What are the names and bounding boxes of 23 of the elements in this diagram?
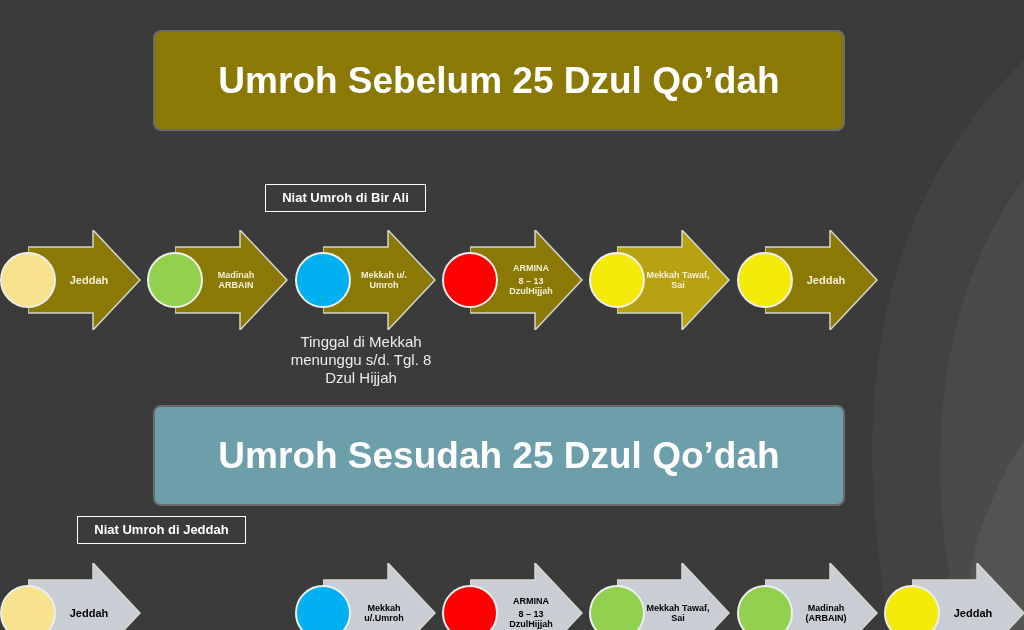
note-box	[265, 184, 426, 212]
step-label: Madinah (ARBAIN)	[804, 602, 848, 624]
title-text: Umroh Sesudah 25 Dzul Qo’dah	[218, 433, 780, 478]
step-label: Jeddah	[806, 273, 846, 287]
step-label: Mekkah u/.Umroh	[363, 602, 405, 624]
note-text: Niat Umroh di Jeddah	[94, 521, 229, 539]
step-label: 8 – 13 DzulHijjah	[508, 608, 554, 630]
step-label: ARMINA	[512, 596, 550, 607]
note-text: Niat Umroh di Bir Ali	[282, 189, 409, 207]
step-label: ARMINA	[512, 263, 550, 274]
step-label: Mekkah Tawaf, Sai	[645, 269, 711, 291]
step-label: Jeddah	[69, 273, 109, 287]
note-box	[77, 516, 246, 544]
step-label: Jeddah	[953, 606, 993, 620]
step-label: Jeddah	[69, 606, 109, 620]
step-label: Mekkah Tawaf, Sai	[645, 602, 711, 624]
step-label: 8 – 13 DzulHijjah	[508, 275, 554, 297]
title-banner	[153, 405, 845, 506]
note-text: Tinggal di Mekkah menunggu s/d. Tgl. 8 Dzul Hijjah	[289, 333, 433, 387]
title-text: Umroh Sebelum 25 Dzul Qo’dah	[218, 58, 780, 103]
title-banner	[153, 30, 845, 131]
step-label: Mekkah u/. Umroh	[360, 269, 408, 291]
step-label: Madinah ARBAIN	[216, 269, 256, 291]
